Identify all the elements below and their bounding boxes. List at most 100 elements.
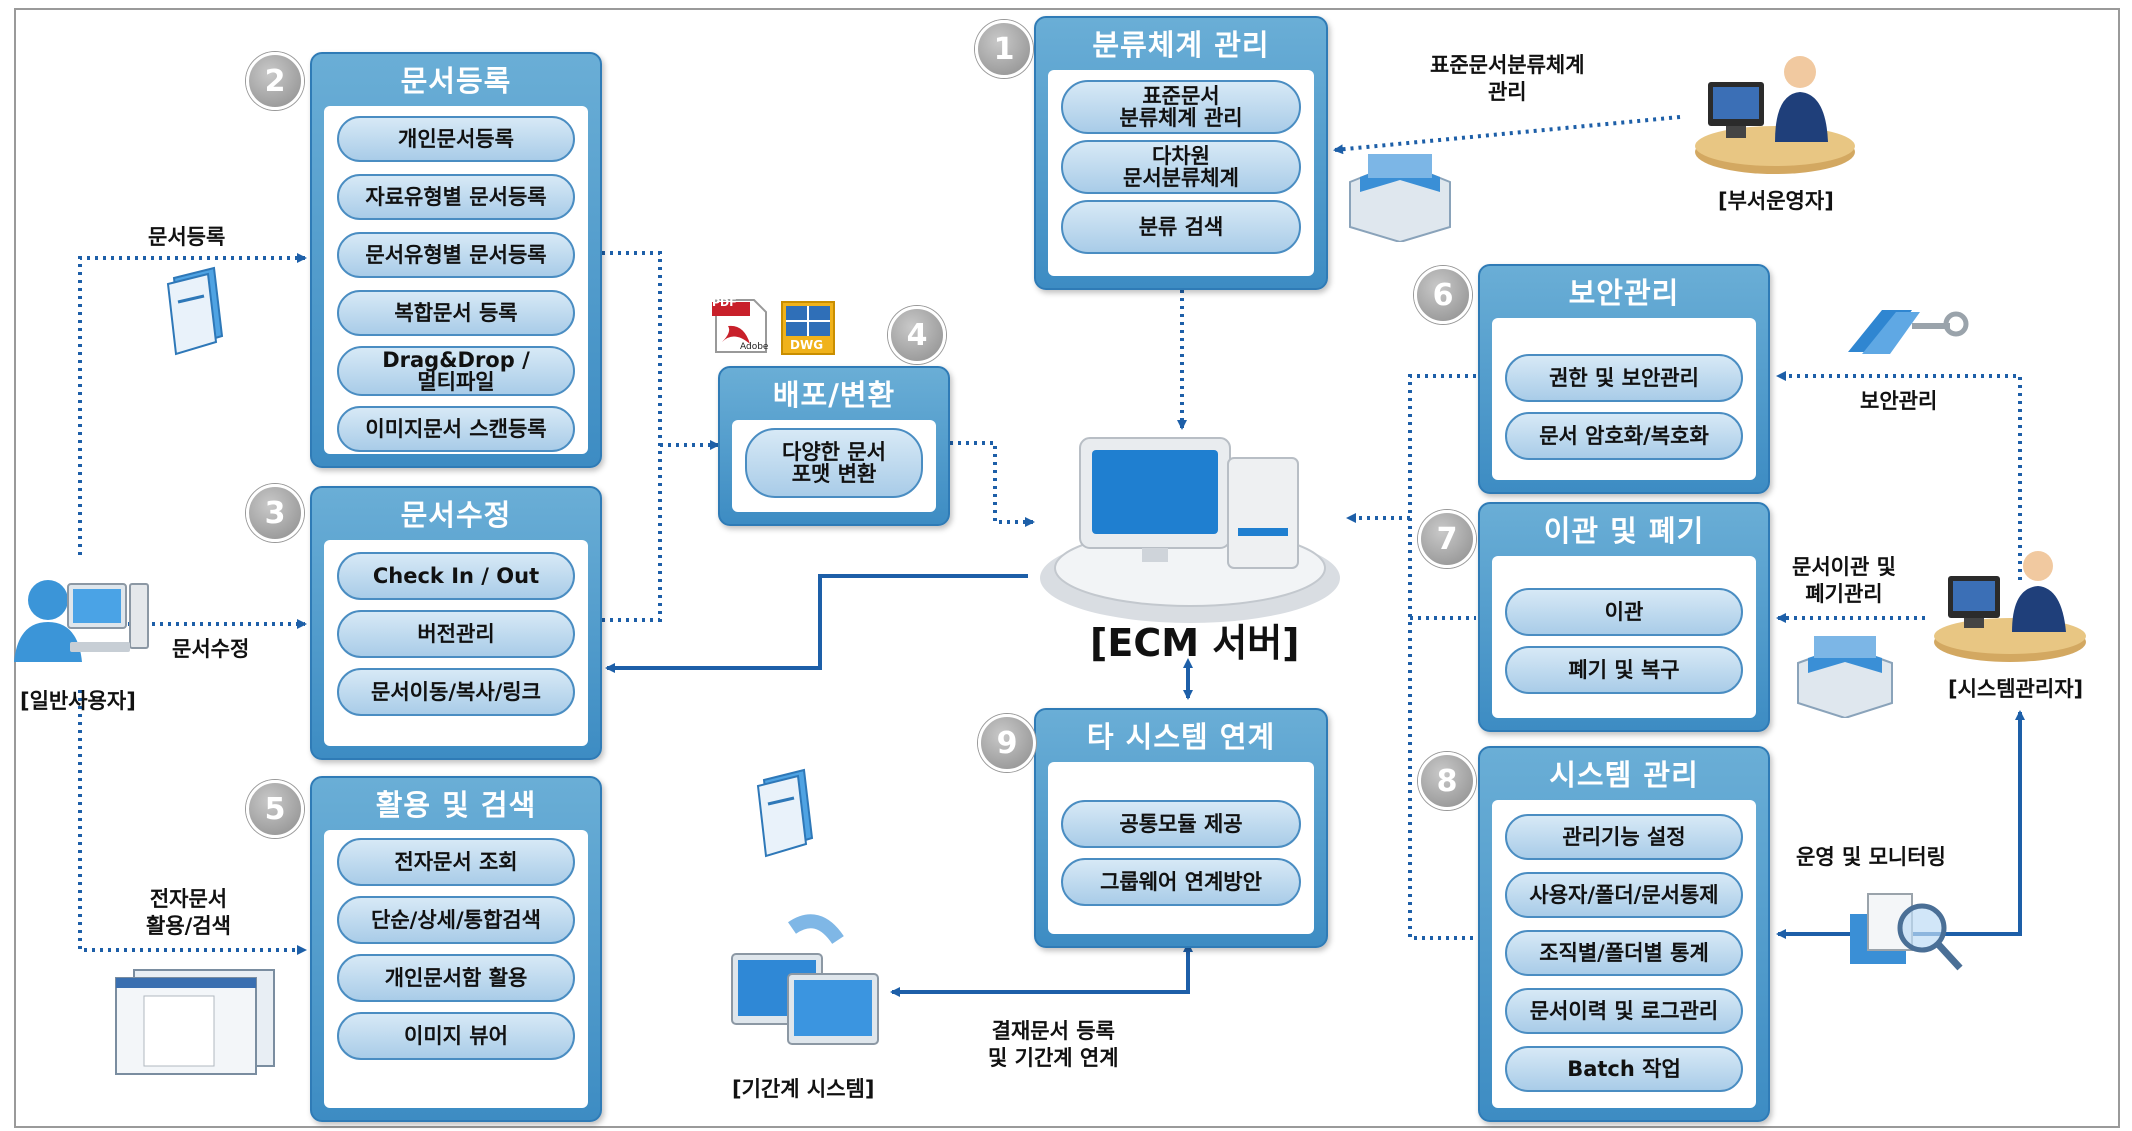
key-folder-icon xyxy=(1848,310,1969,354)
pdf-icon xyxy=(712,299,767,353)
panel-utilization-body: 전자문서 조회 단순/상세/통합검색 개인문서함 활용 이미지 뷰어 xyxy=(324,830,588,1108)
panel-modification: 문서수정 Check In / Out 버전관리 문서이동/복사/링크 xyxy=(310,486,602,760)
magnifier-folder-icon xyxy=(1850,893,1963,971)
ops-monitor-label: 운영 및 모니터링 xyxy=(1796,845,1946,869)
pill-dispose-restore[interactable]: 폐기 및 복구 xyxy=(1505,646,1743,694)
pill-user-folder-control[interactable]: 사용자/폴더/문서통제 xyxy=(1505,872,1743,918)
security-mgmt-label: 보안관리 xyxy=(1860,389,1938,413)
pill-batch-job[interactable]: Batch 작업 xyxy=(1505,1046,1743,1092)
general-user-icon xyxy=(14,580,149,662)
panel-modification-title: 문서수정 xyxy=(400,498,512,532)
badge-5: 5 xyxy=(246,780,304,838)
panel-distribution-title: 배포/변환 xyxy=(772,378,896,412)
conn-register-distribution xyxy=(602,251,662,622)
panel-security-title: 보안관리 xyxy=(1568,276,1680,310)
general-user-label: [일반사용자] xyxy=(20,689,136,713)
pill-groupware-link[interactable]: 그룹웨어 연계방안 xyxy=(1061,858,1301,906)
panel-utilization-title: 활용 및 검색 xyxy=(375,788,537,822)
panel-utilization: 활용 및 검색 전자문서 조회 단순/상세/통합검색 개인문서함 활용 이미지 … xyxy=(310,776,602,1122)
pill-permission-security[interactable]: 권한 및 보안관리 xyxy=(1505,354,1743,402)
pill-personal-box[interactable]: 개인문서함 활용 xyxy=(337,954,575,1002)
pill-check-in-out[interactable]: Check In / Out xyxy=(337,552,575,600)
badge-6: 6 xyxy=(1414,266,1472,324)
legacy-system-label: [기간계 시스템] xyxy=(732,1077,875,1101)
panel-classification-title: 분류체계 관리 xyxy=(1092,28,1270,62)
pill-multidimensional-classification[interactable]: 다차원 문서분류체계 xyxy=(1061,140,1301,194)
badge-4: 4 xyxy=(888,306,946,364)
badge-2: 2 xyxy=(246,52,304,110)
panel-transfer: 이관 및 폐기 이관 폐기 및 복구 xyxy=(1478,502,1770,732)
pill-admin-settings[interactable]: 관리기능 설정 xyxy=(1505,814,1743,860)
badge-7: 7 xyxy=(1418,510,1476,568)
dwg-tag: DWG xyxy=(790,338,824,352)
edoc-use-label: 전자문서 활용/검색 xyxy=(146,887,231,938)
doc-modify-label: 문서수정 xyxy=(172,637,250,661)
pill-format-conversion[interactable]: 다양한 문서 포맷 변환 xyxy=(745,428,923,498)
pill-doctype-register[interactable]: 문서유형별 문서등록 xyxy=(337,232,575,278)
pill-common-module[interactable]: 공통모듈 제공 xyxy=(1061,800,1301,848)
document-icon-2 xyxy=(756,768,814,858)
conn-user-register xyxy=(78,253,307,555)
sys-admin-label: [시스템관리자] xyxy=(1948,677,2084,701)
file-cabinet-icon xyxy=(1349,154,1451,242)
pdf-tag: PDF xyxy=(712,296,737,309)
panel-system: 시스템 관리 관리기능 설정 사용자/폴더/문서통제 조직별/폴더별 통계 문서… xyxy=(1478,746,1770,1122)
pill-image-scan-register[interactable]: 이미지문서 스캔등록 xyxy=(337,406,575,452)
pill-history-log[interactable]: 문서이력 및 로그관리 xyxy=(1505,988,1743,1034)
conn-right-bus xyxy=(1408,374,1476,940)
document-screens-icon xyxy=(115,969,275,1075)
pill-version-control[interactable]: 버전관리 xyxy=(337,610,575,658)
panel-system-title: 시스템 관리 xyxy=(1549,758,1699,792)
panel-security: 보안관리 권한 및 보안관리 문서 암호화/복호화 xyxy=(1478,264,1770,494)
pill-personal-register[interactable]: 개인문서등록 xyxy=(337,116,575,162)
pill-edoc-view[interactable]: 전자문서 조회 xyxy=(337,838,575,886)
pill-integrated-search[interactable]: 단순/상세/통합검색 xyxy=(337,896,575,944)
pill-compound-register[interactable]: 복합문서 등록 xyxy=(337,290,575,336)
panel-modification-body: Check In / Out 버전관리 문서이동/복사/링크 xyxy=(324,540,588,746)
adobe-tag: Adobe xyxy=(740,342,769,352)
badge-1: 1 xyxy=(975,20,1033,78)
panel-transfer-body: 이관 폐기 및 복구 xyxy=(1492,556,1756,718)
file-cabinet-icon-2 xyxy=(1797,636,1893,718)
transfer-mgmt-label: 문서이관 및 폐기관리 xyxy=(1792,555,1896,606)
pill-dragdrop-multifile[interactable]: Drag&Drop / 멀티파일 xyxy=(337,346,575,396)
panel-registration: 문서등록 개인문서등록 자료유형별 문서등록 문서유형별 문서등록 복합문서 등… xyxy=(310,52,602,468)
pill-image-viewer[interactable]: 이미지 뷰어 xyxy=(337,1012,575,1060)
pill-standard-classification[interactable]: 표준문서 분류체계 관리 xyxy=(1061,80,1301,134)
badge-8: 8 xyxy=(1418,752,1476,810)
pill-datatype-register[interactable]: 자료유형별 문서등록 xyxy=(337,174,575,220)
std-class-label: 표준문서분류체계 관리 xyxy=(1430,53,1585,104)
doc-register-label: 문서등록 xyxy=(148,225,226,249)
approval-label: 결재문서 등록 및 기간계 연계 xyxy=(988,1019,1119,1070)
panel-integration-title: 타 시스템 연계 xyxy=(1086,720,1276,754)
panel-distribution: 배포/변환 다양한 문서 포맷 변환 xyxy=(718,366,950,526)
sys-admin-icon xyxy=(1934,551,2086,662)
panel-system-body: 관리기능 설정 사용자/폴더/문서통제 조직별/폴더별 통계 문서이력 및 로그… xyxy=(1492,800,1756,1108)
pill-transfer[interactable]: 이관 xyxy=(1505,588,1743,636)
pill-classification-search[interactable]: 분류 검색 xyxy=(1061,200,1301,254)
panel-classification-body: 표준문서 분류체계 관리 다차원 문서분류체계 분류 검색 xyxy=(1048,70,1314,276)
conn-integration-legacy xyxy=(890,942,1193,997)
conn-user-search xyxy=(78,690,307,955)
conn-distribution-server xyxy=(950,441,1035,527)
panel-security-body: 권한 및 보안관리 문서 암호화/복호화 xyxy=(1492,318,1756,480)
pill-org-folder-stats[interactable]: 조직별/폴더별 통계 xyxy=(1505,930,1743,976)
ecm-server-icon xyxy=(1040,437,1340,623)
conn-operator-classification xyxy=(1333,115,1681,155)
badge-9: 9 xyxy=(978,714,1036,772)
ecm-server-label: [ECM 서버] xyxy=(1090,621,1300,665)
dept-operator-label: [부서운영자] xyxy=(1718,189,1834,213)
legacy-system-icon xyxy=(731,914,879,1045)
panel-integration-body: 공통모듈 제공 그룹웨어 연계방안 xyxy=(1048,762,1314,934)
badge-3: 3 xyxy=(246,484,304,542)
pill-encryption[interactable]: 문서 암호화/복호화 xyxy=(1505,412,1743,460)
panel-classification: 분류체계 관리 표준문서 분류체계 관리 다차원 문서분류체계 분류 검색 xyxy=(1034,16,1328,290)
panel-integration: 타 시스템 연계 공통모듈 제공 그룹웨어 연계방안 xyxy=(1034,708,1328,948)
panel-transfer-title: 이관 및 폐기 xyxy=(1543,514,1705,548)
panel-registration-body: 개인문서등록 자료유형별 문서등록 문서유형별 문서등록 복합문서 등록 Dra… xyxy=(324,106,588,454)
document-icon xyxy=(166,266,224,356)
conn-server-modify xyxy=(605,574,1028,673)
dept-operator-icon xyxy=(1695,56,1855,174)
panel-registration-title: 문서등록 xyxy=(400,64,512,98)
pill-move-copy-link[interactable]: 문서이동/복사/링크 xyxy=(337,668,575,716)
